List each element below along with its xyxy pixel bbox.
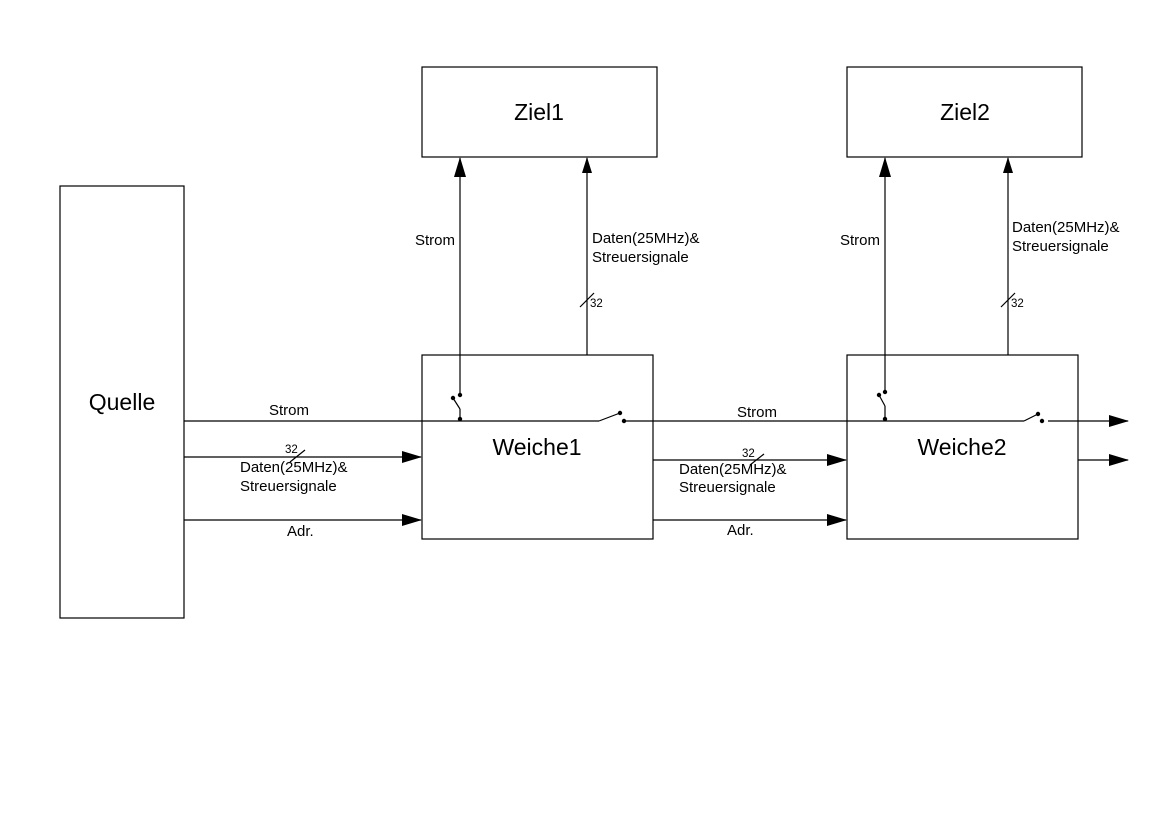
target1-block: Ziel1 xyxy=(421,66,658,158)
data-label-2-line1: Daten(25MHz)& xyxy=(679,461,787,478)
bus-width-target1: 32 xyxy=(590,298,603,310)
switch1-block: Weiche1 xyxy=(421,354,654,540)
target2-block: Ziel2 xyxy=(846,66,1083,158)
data-label-1-line1: Daten(25MHz)& xyxy=(240,459,348,476)
bus-slash xyxy=(1000,292,1016,308)
address-label-1: Adr. xyxy=(287,523,314,540)
data-label-target1-line1: Daten(25MHz)& xyxy=(592,230,700,247)
data-label-target2-line1: Daten(25MHz)& xyxy=(1012,219,1120,236)
bus-slash xyxy=(749,453,765,466)
power-label-target1: Strom xyxy=(415,232,455,249)
data-label-target2-line2: Streuersignale xyxy=(1012,238,1109,255)
bus-width-2: 32 xyxy=(742,448,755,460)
switch-symbol-w1-horizontal xyxy=(598,410,627,424)
switch-symbol-w2-horizontal xyxy=(1023,411,1045,424)
source-block: Quelle xyxy=(59,185,185,619)
power-label-2: Strom xyxy=(737,404,777,421)
switch2-label: Weiche2 xyxy=(917,434,1006,460)
target2-label: Ziel2 xyxy=(940,99,990,125)
source-label: Quelle xyxy=(89,389,155,415)
switch-symbol-w2-vertical xyxy=(876,170,888,422)
data-bus-switch1-to-switch2 xyxy=(653,453,847,466)
bus-width-target2: 32 xyxy=(1011,298,1024,310)
switch1-label: Weiche1 xyxy=(492,434,581,460)
bus-slash xyxy=(289,449,306,463)
data-arrow-to-target1 xyxy=(579,157,595,355)
switch-symbol-w1-vertical xyxy=(450,170,463,422)
power-label-1: Strom xyxy=(269,402,309,419)
data-label-2-line2: Streuersignale xyxy=(679,479,776,496)
data-bus-source-to-switch1 xyxy=(184,449,422,463)
data-label-target1-line2: Streuersignale xyxy=(592,249,689,266)
target1-label: Ziel1 xyxy=(514,99,564,125)
data-arrow-to-target2 xyxy=(1000,157,1016,355)
switch2-block: Weiche2 xyxy=(846,354,1079,540)
bus-width-1: 32 xyxy=(285,444,298,456)
bus-slash xyxy=(579,292,595,308)
power-label-target2: Strom xyxy=(840,232,880,249)
address-label-2: Adr. xyxy=(727,522,754,539)
data-label-1-line2: Streuersignale xyxy=(240,478,337,495)
